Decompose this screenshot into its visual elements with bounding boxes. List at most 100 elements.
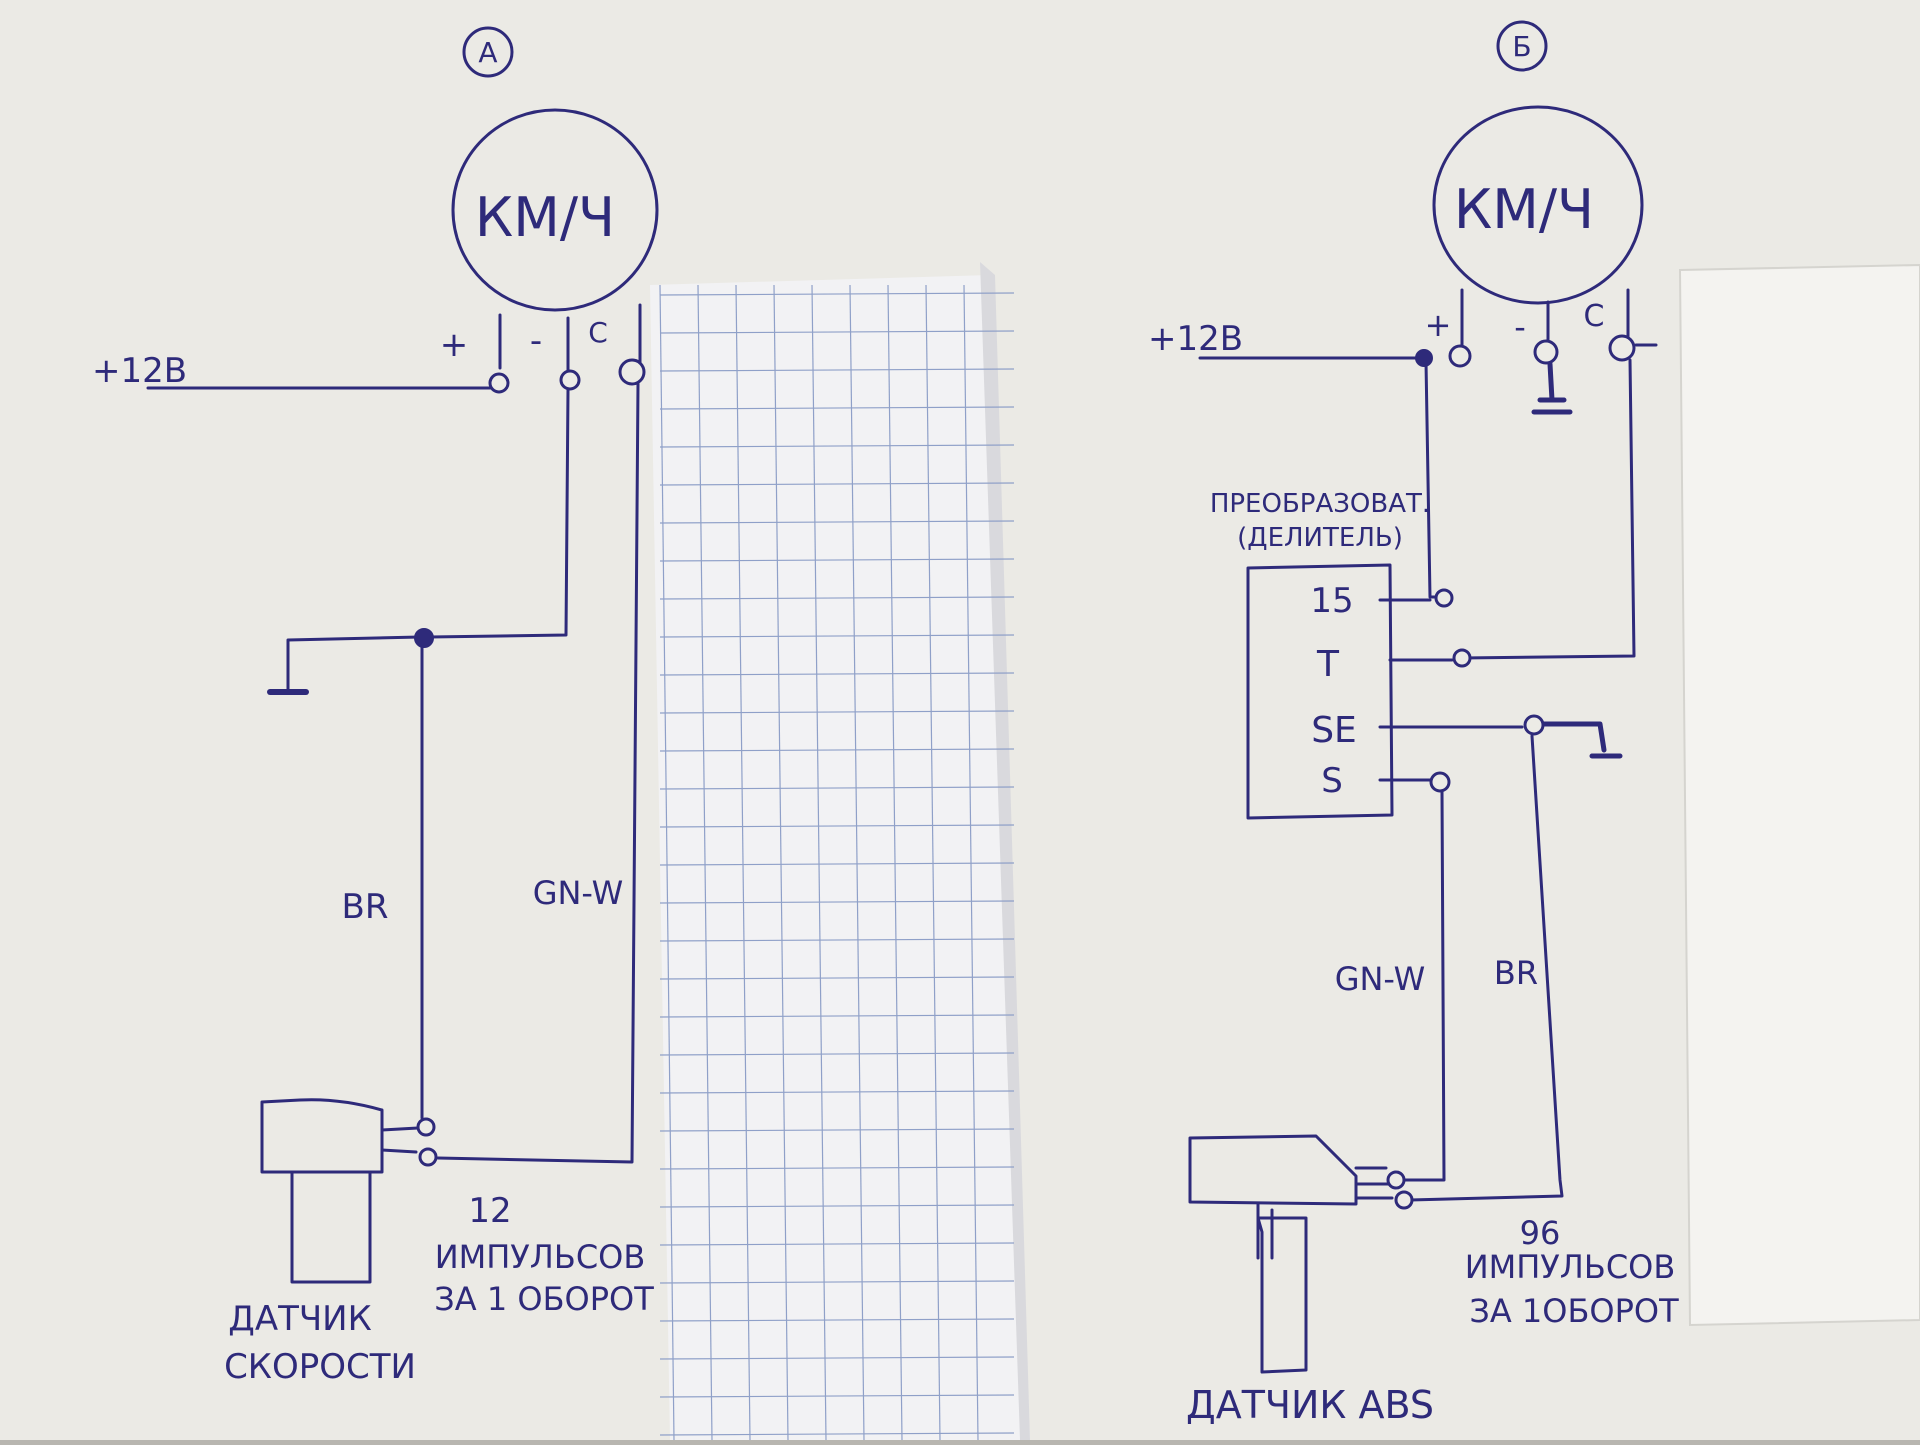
- pin-b-plus-label: +: [1425, 306, 1452, 344]
- pin-b-c-label: С: [1584, 299, 1605, 334]
- speedometer-a-pins: [498, 303, 642, 374]
- grid-line-horizontal: [659, 710, 1015, 714]
- converter-label-2: (ДЕЛИТЕЛЬ): [1237, 523, 1403, 553]
- speed-sensor-shaft: [290, 1170, 372, 1284]
- wire-br-b-label: BR: [1494, 954, 1538, 992]
- grid-line-horizontal: [659, 900, 1015, 904]
- abs-sensor-label: ДАТЧИК ABS: [1186, 1383, 1434, 1427]
- wire-br-b: [1408, 734, 1564, 1202]
- converter-box: [1246, 563, 1394, 820]
- sensor-a-label-1: ДАТЧИК: [228, 1299, 371, 1339]
- speedometer-b-pins: [1460, 288, 1630, 354]
- ground-symbol-b-se: [1541, 721, 1623, 759]
- pin-a-minus-label: -: [530, 321, 542, 361]
- wire-gnw-b-label: GN-W: [1335, 960, 1426, 998]
- grid-line-vertical: [659, 284, 675, 1441]
- pulses-a-word: ИМПУЛЬСОВ: [435, 1238, 646, 1276]
- grid-line-horizontal: [659, 596, 1015, 600]
- converter-label-1: ПРЕОБРАЗОВАТ.: [1210, 489, 1430, 519]
- grid-line-horizontal: [659, 1242, 1015, 1246]
- grid-line-horizontal: [659, 1394, 1015, 1398]
- grid-line-horizontal: [659, 368, 1015, 372]
- wire-gnw-b: [1402, 790, 1446, 1182]
- junction-b: [1415, 349, 1433, 367]
- folded-paper-right: [1678, 263, 1920, 1327]
- grid-line-vertical: [887, 284, 903, 1441]
- pin-se-label: SE: [1311, 710, 1357, 751]
- diagram-a-label-circle: [462, 26, 514, 78]
- grid-line-vertical: [811, 284, 827, 1441]
- pin-a-plus-label: +: [440, 325, 469, 365]
- ground-symbol-b-minus: [1531, 361, 1573, 415]
- terminal-s: [1429, 771, 1451, 793]
- speed-sensor-leads: [380, 1126, 420, 1154]
- terminal-se: [1523, 714, 1545, 736]
- speedometer-b-unit: КМ/Ч: [1454, 178, 1594, 241]
- pin-b-minus-label: -: [1514, 308, 1526, 346]
- grid-line-horizontal: [659, 748, 1015, 752]
- grid-line-horizontal: [659, 520, 1015, 524]
- wire-gnw-a: [436, 382, 640, 1164]
- grid-line-horizontal: [659, 824, 1015, 828]
- terminal-a-minus: [559, 369, 581, 391]
- grid-line-horizontal: [659, 862, 1015, 866]
- grid-line-vertical: [773, 284, 789, 1441]
- pin-s-label: S: [1321, 761, 1343, 801]
- speedometer-b: [1432, 105, 1644, 305]
- diagram-a: А КМ/Ч + - С +12В BR GN-W 12 ИМПУЛЬСОВ З…: [92, 26, 659, 1387]
- grid-line-horizontal: [659, 1432, 1015, 1436]
- grid-line-horizontal: [659, 406, 1015, 410]
- grid-line-vertical: [963, 284, 979, 1441]
- abs-sensor-shaft: [1256, 1202, 1308, 1374]
- grid-line-horizontal: [659, 672, 1015, 676]
- grid-line-horizontal: [659, 1280, 1015, 1284]
- terminal-t: [1452, 648, 1472, 668]
- pulses-b-word: ИМПУЛЬСОВ: [1465, 1248, 1676, 1286]
- supply-b-label: +12В: [1148, 319, 1243, 359]
- grid-line-horizontal: [659, 1128, 1015, 1132]
- grid-line-horizontal: [659, 1356, 1015, 1360]
- diagram-b-label-circle: [1496, 20, 1548, 72]
- sensor-a-label-2: СКОРОСТИ: [224, 1347, 416, 1387]
- grid-line-vertical: [849, 284, 865, 1441]
- grid-paper-strip: [650, 262, 1030, 1441]
- grid-line-horizontal: [659, 1014, 1015, 1018]
- grid-line-horizontal: [659, 330, 1015, 334]
- grid-line-horizontal: [659, 1318, 1015, 1322]
- grid-line-horizontal: [659, 482, 1015, 486]
- terminal-b-c: [1608, 334, 1636, 362]
- grid-line-vertical: [735, 284, 751, 1441]
- grid-line-horizontal: [659, 976, 1015, 980]
- pulses-a-count: 12: [468, 1191, 511, 1231]
- terminal-b-plus: [1448, 344, 1472, 368]
- grid-line-horizontal: [659, 292, 1015, 296]
- diagram-b: Б КМ/Ч + - С +12В ПРЕОБРАЗОВАТ. (ДЕЛИТЕЛ…: [1148, 20, 1679, 1427]
- supply-a-label: +12В: [92, 351, 187, 391]
- grid-line-horizontal: [659, 1052, 1015, 1056]
- pin-15-label: 15: [1310, 581, 1353, 621]
- sensor-a-terminal-2: [418, 1147, 438, 1167]
- pin-t-label: T: [1316, 644, 1340, 685]
- speedometer-a-unit: КМ/Ч: [475, 186, 615, 249]
- abs-sensor-leads: [1354, 1166, 1394, 1200]
- pulses-b-per-rev: ЗА 1ОБОРОТ: [1469, 1292, 1679, 1330]
- diagram-b-label: Б: [1512, 30, 1531, 63]
- terminal-b-minus: [1533, 339, 1559, 365]
- pulses-a-per-rev: ЗА 1 ОБОРОТ: [434, 1280, 654, 1318]
- wire-br-a-label: BR: [342, 887, 389, 927]
- grid-line-horizontal: [659, 444, 1015, 448]
- grid-line-horizontal: [659, 786, 1015, 790]
- diagram-a-label: А: [478, 36, 497, 69]
- grid-line-horizontal: [659, 938, 1015, 942]
- abs-sensor-terminal-1: [1386, 1170, 1406, 1190]
- junction-a: [414, 628, 434, 648]
- sensor-a-terminal-1: [416, 1117, 436, 1137]
- terminal-a-c: [618, 358, 646, 386]
- grid-line-horizontal: [659, 1204, 1015, 1208]
- grid-line-horizontal: [659, 558, 1015, 562]
- terminal-15: [1434, 588, 1454, 608]
- ground-wire-a: [286, 388, 570, 692]
- wire-b-t: [1460, 358, 1636, 660]
